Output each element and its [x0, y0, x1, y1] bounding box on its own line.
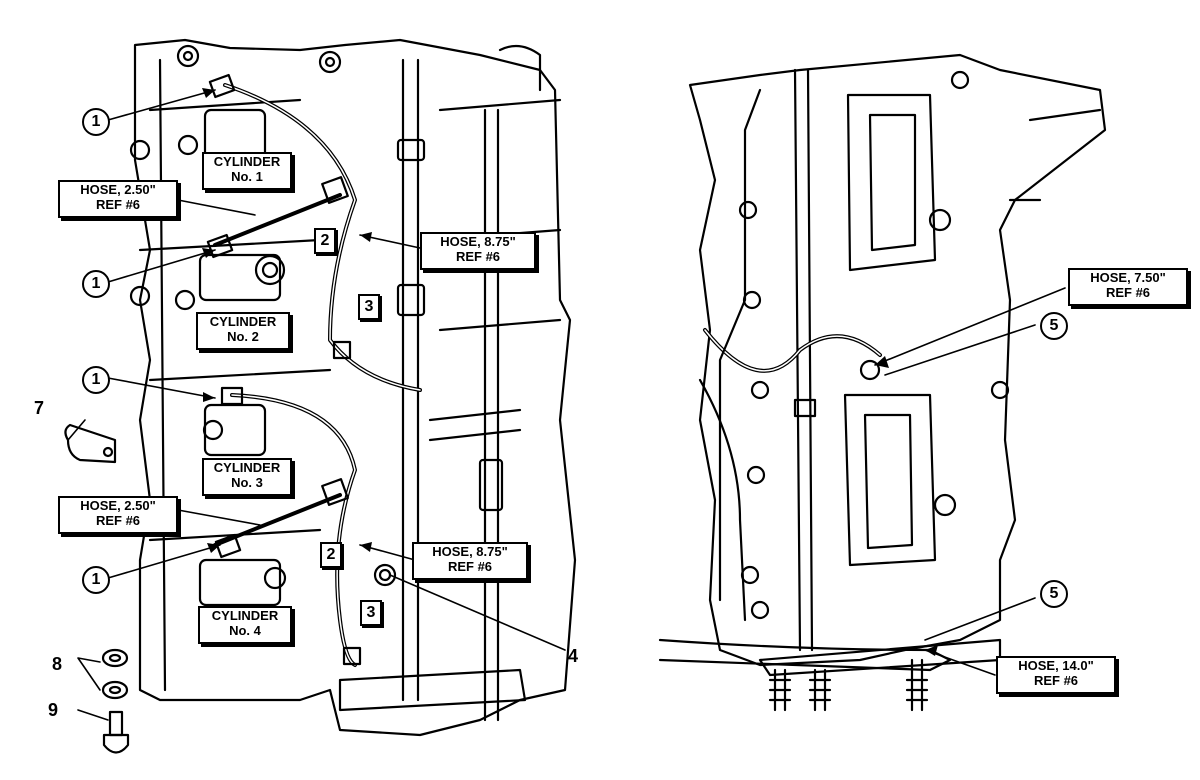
ref-1-marker: 1: [82, 366, 110, 394]
callout-line1: HOSE, 8.75": [432, 544, 508, 559]
ref-2-marker: 2: [320, 542, 342, 568]
callout-line2: REF #6: [455, 249, 501, 264]
callout-line1: HOSE, 7.50": [1090, 270, 1166, 285]
part-7-label: 7: [34, 398, 45, 418]
left-powerhead-drawing: [129, 38, 577, 737]
callout-line1: HOSE, 2.50": [80, 182, 156, 197]
callout-line2: No. 1: [231, 169, 263, 184]
hose-7-50-callout: HOSE, 7.50" REF #6: [1068, 268, 1188, 306]
callout-line2: REF #6: [447, 559, 493, 574]
leader-lines: [67, 89, 1066, 721]
arrow-heads: [202, 88, 938, 656]
ref-1-marker: 1: [82, 108, 110, 136]
callout-line1: CYLINDER: [213, 154, 281, 169]
callout-line1: CYLINDER: [209, 314, 277, 329]
ref-1-marker: 1: [82, 566, 110, 594]
callout-line1: HOSE, 14.0": [1018, 658, 1094, 673]
callout-line2: REF #6: [95, 197, 141, 212]
callout-line1: HOSE, 8.75": [440, 234, 516, 249]
part-4-label: 4: [568, 646, 579, 666]
hose-2-50-lower-callout: HOSE, 2.50" REF #6: [58, 496, 178, 534]
callout-line1: HOSE, 2.50": [80, 498, 156, 513]
cylinder-2-callout: CYLINDER No. 2: [196, 312, 290, 350]
ref-3-marker: 3: [360, 600, 382, 626]
callout-line2: No. 3: [231, 475, 263, 490]
callout-line2: REF #6: [1033, 673, 1079, 688]
ref-3-marker: 3: [358, 294, 380, 320]
hose-8-75-lower-callout: HOSE, 8.75" REF #6: [412, 542, 528, 580]
ref-1-marker: 1: [82, 270, 110, 298]
hose-14-0-callout: HOSE, 14.0" REF #6: [996, 656, 1116, 694]
hose-8-75-upper-callout: HOSE, 8.75" REF #6: [420, 232, 536, 270]
part-9-label: 9: [48, 700, 59, 720]
ref-5-marker: 5: [1040, 312, 1068, 340]
callout-line1: CYLINDER: [213, 460, 281, 475]
loose-parts-drawing: [64, 423, 130, 754]
cylinder-4-callout: CYLINDER No. 4: [198, 606, 292, 644]
part-8-label: 8: [52, 654, 63, 674]
callout-line1: CYLINDER: [211, 608, 279, 623]
ref-5-marker: 5: [1040, 580, 1068, 608]
hose-2-50-upper-callout: HOSE, 2.50" REF #6: [58, 180, 178, 218]
callout-line2: REF #6: [1105, 285, 1151, 300]
right-powerhead-drawing: [658, 53, 1107, 712]
callout-line2: REF #6: [95, 513, 141, 528]
ref-2-marker: 2: [314, 228, 336, 254]
callout-line2: No. 2: [227, 329, 259, 344]
callout-line2: No. 4: [229, 623, 261, 638]
cylinder-3-callout: CYLINDER No. 3: [202, 458, 292, 496]
cylinder-1-callout: CYLINDER No. 1: [202, 152, 292, 190]
